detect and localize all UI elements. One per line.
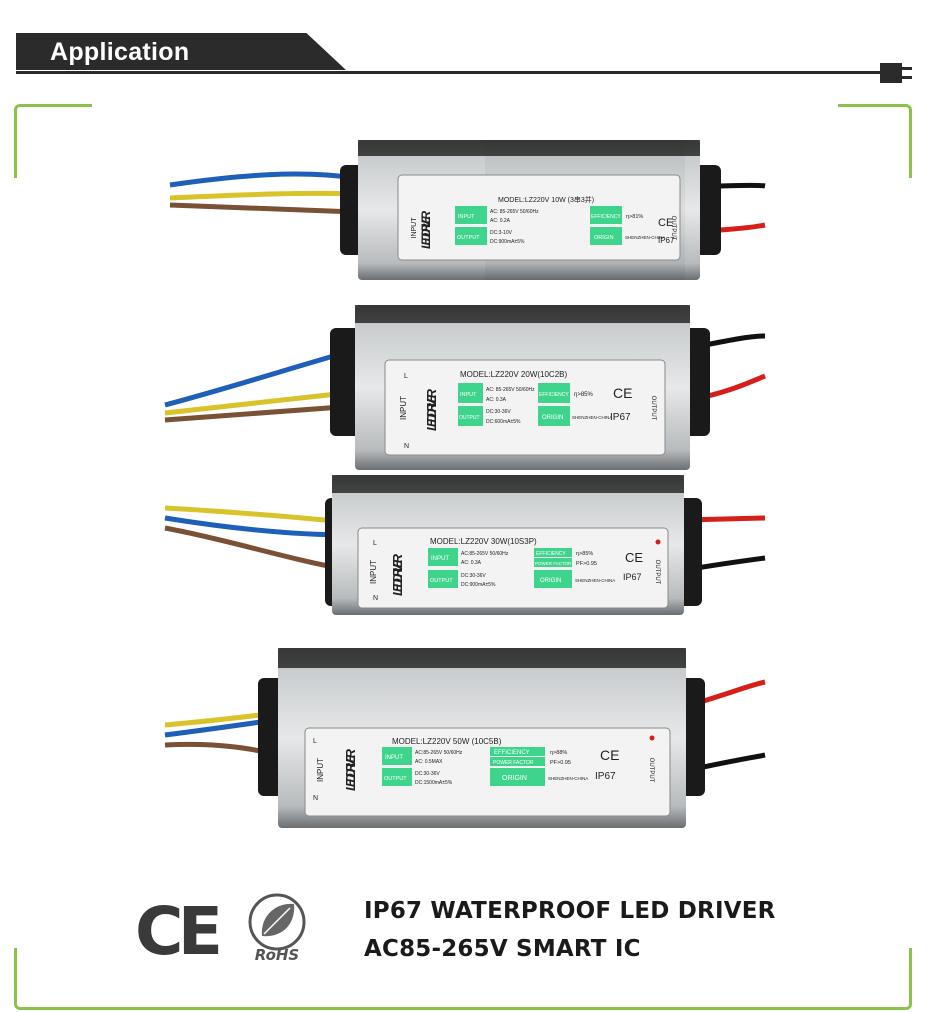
section-header: Application [0,0,930,100]
driver-50w-origin-label: ORIGIN [502,775,527,782]
driver-20w-input-side: INPUT [399,396,408,420]
driver-30w-brand: LED DRIVER [390,553,405,596]
driver-10w-efficiency-label: EFFICIENCY [591,214,621,220]
driver-20w-neutral: N [404,443,409,450]
rohs-logo: RoHS [248,893,306,964]
ce-logo-text: CE [135,896,223,962]
driver-20w-output-side: OUTPUT [650,396,656,421]
driver-30w-efficiency-label: EFFICIENCY [536,551,566,557]
driver-50w-origin-value: SHENZHEN-CHINA [548,776,588,781]
driver-50w-input-current: AC: 0.5MAX [415,759,443,765]
driver-20w-rating: IP67 [610,412,631,423]
driver-30w-power-factor-value: PF>0.95 [576,561,597,567]
driver-10w-rating: IP67 [658,236,675,245]
driver-10w-output-side: OUTPUT [670,216,676,241]
driver-30w-origin-value: SHENZHEN-CHINA [575,578,615,583]
driver-30w-output-label: OUTPUT [430,578,453,584]
driver-50w-power-factor-value: PF>0.95 [550,760,571,766]
driver-20w-input-current: AC: 0.3A [486,397,507,403]
driver-30w-output-side: OUTPUT [654,560,660,585]
driver-20w-input-label: INPUT [460,392,477,398]
driver-50w-brand: LED DRIVER [343,748,358,791]
driver-50w-efficiency-label: EFFICIENCY [494,750,530,756]
driver-20w-output-label: OUTPUT [459,415,480,421]
driver-20w-efficiency-label: EFFICIENCY [539,392,569,398]
driver-10w-ce-mark: CE [658,217,673,229]
driver-30w-efficiency-value: η>85% [576,551,593,557]
driver-50w-rating: IP67 [595,771,616,782]
driver-50w-efficiency-value: η>88% [550,750,567,756]
driver-10w-efficiency-value: η>81% [626,214,643,220]
driver-30w-neutral: N [373,595,378,602]
driver-50w-neutral: N [313,795,318,802]
driver-10w-brand: LED DRIVER [419,211,433,249]
driver-20w-origin-value: SHENZHEN-CHINA [572,415,612,420]
driver-10w-origin-label: ORIGIN [594,235,614,241]
driver-30w-input-side: INPUT [369,560,378,584]
driver-50w-output-side: OUTPUT [648,758,654,783]
driver-10w-output-current: DC:900mA±5% [490,239,525,245]
driver-50w-output-label: OUTPUT [384,776,407,782]
driver-10w-origin-value: SHENZHEN-CHINA [625,235,665,240]
driver-50w-live: L [313,738,317,745]
driver-30w-model: MODEL:LZ220V 30W(10S3P) [430,537,537,546]
driver-10w-input-label: INPUT [458,214,475,220]
driver-20w-model: MODEL:LZ220V 20W(10C2B) [460,370,567,379]
driver-10w-output-dc: DC:3-10V [490,230,513,236]
header-divider [16,71,886,74]
driver-50w-output-current: DC:1500mA±5% [415,780,453,786]
driver-20w-ce-mark: CE [613,385,632,401]
driver-20w-input-ac: AC: 85-265V 50/60Hz [486,387,535,393]
tagline-voltage: AC85-265V SMART IC [364,936,641,962]
driver-50w-output-dc: DC:30-36V [415,771,440,777]
driver-20w [164,305,766,470]
driver-10w-model: MODEL:LZ220V 10W (3串3并) [498,195,594,204]
rohs-logo-text: RoHS [255,946,299,964]
driver-20w-origin-label: ORIGIN [542,415,563,421]
driver-10w-input-ac: AC: 85-265V 50/60Hz [490,209,539,215]
driver-30w-origin-label: ORIGIN [540,578,561,584]
driver-20w-live: L [404,373,408,380]
driver-30w-live: L [373,540,377,547]
driver-30w-rating: IP67 [623,572,642,582]
tagline-waterproof: IP67 WATERPROOF LED DRIVER [364,898,776,924]
driver-50w-power-factor-label: POWER FACTOR [493,760,534,766]
driver-30w-input-current: AC: 0.3A [461,560,482,566]
driver-20w-brand: LED DRIVER [424,388,439,431]
driver-30w-input-label: INPUT [431,556,449,562]
driver-30w-power-factor-label: POWER FACTOR [535,561,572,566]
led-driver-product-photo: MODEL:LZ220V 10W (3串3并) INPUT AC: 85-265… [164,140,766,828]
driver-30w-ce-mark: CE [625,550,643,565]
driver-50w-ce-mark: CE [600,747,619,763]
driver-20w-efficiency-value: η>85% [574,392,594,398]
driver-10w-input-side: INPUT [411,217,418,239]
section-title: Application [50,38,190,66]
driver-20w-output-dc: DC:30-36V [486,409,511,415]
driver-30w-input-ac: AC:85-265V 50/60Hz [461,551,509,557]
driver-10w-output-label: OUTPUT [457,235,480,241]
driver-50w-input-ac: AC:85-265V 50/60Hz [415,750,463,756]
ce-logo: CE [135,896,223,962]
driver-50w-input-label: INPUT [385,755,403,761]
driver-50w-model: MODEL:LZ220V 50W (10C5B) [392,737,502,746]
driver-10w-input-current: AC: 0.2A [490,218,511,224]
driver-30w-output-dc: DC:30-36V [461,573,486,579]
header-tab [16,33,346,70]
driver-50w-input-side: INPUT [316,758,325,782]
driver-20w-output-current: DC:600mA±5% [486,419,521,425]
driver-30w-output-current: DC:900mA±5% [461,582,496,588]
plug-icon [880,63,912,83]
